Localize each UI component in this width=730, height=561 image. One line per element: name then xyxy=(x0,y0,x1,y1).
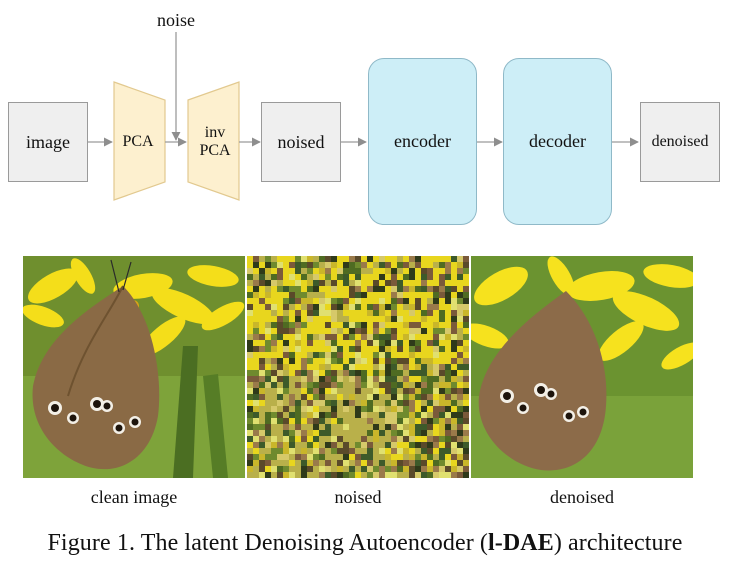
encoder-label: encoder xyxy=(394,131,451,151)
pca-label: PCA xyxy=(122,133,154,150)
inv-pca-label: inv PCA xyxy=(190,122,240,162)
caption-bold-term: l-DAE xyxy=(488,530,554,556)
inv-pca-label-line1: inv xyxy=(204,124,226,141)
figure-caption: Figure 1. The latent Denoising Autoencod… xyxy=(0,530,730,557)
denoised-box-label: denoised xyxy=(651,133,709,150)
noised-caption: noised xyxy=(334,487,382,507)
decoder-block: decoder xyxy=(503,58,612,225)
decoder-label: decoder xyxy=(529,131,586,151)
noise-label: noise xyxy=(157,10,195,30)
inv-pca-label-line2: PCA xyxy=(199,142,231,159)
noised-box: noised xyxy=(261,102,341,182)
noised-box-label: noised xyxy=(277,131,325,152)
caption-prefix: Figure 1. The latent Denoising Autoencod… xyxy=(47,530,489,556)
denoised-photo xyxy=(471,256,693,478)
clean-image-caption: clean image xyxy=(90,487,178,507)
image-box: image xyxy=(8,102,88,182)
denoised-caption: denoised xyxy=(550,487,614,507)
noised-photo xyxy=(247,256,469,478)
image-box-label: image xyxy=(26,131,70,152)
caption-suffix: ) architecture xyxy=(553,530,683,556)
architecture-diagram xyxy=(88,32,639,201)
inv-pca-trapezoid xyxy=(187,81,240,201)
denoised-box: denoised xyxy=(640,102,720,182)
pca-trapezoid xyxy=(113,81,166,201)
encoder-block: encoder xyxy=(368,58,477,225)
clean-image-photo xyxy=(23,256,245,478)
